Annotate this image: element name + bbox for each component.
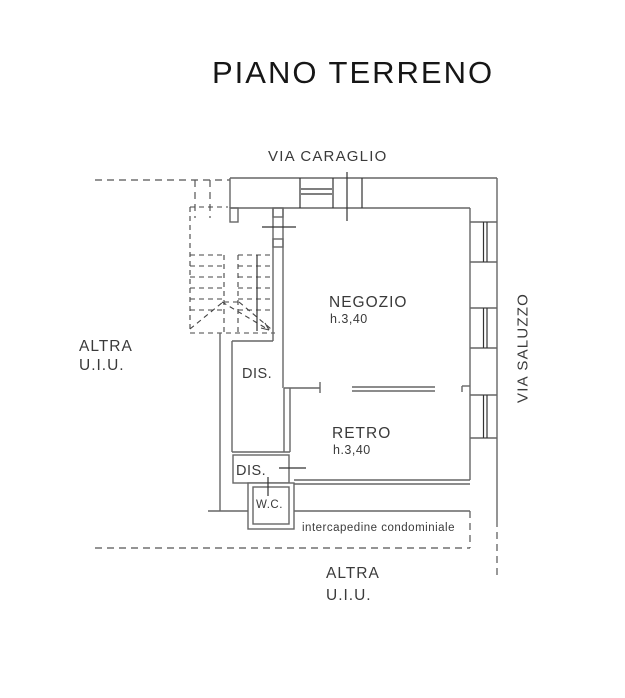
neighbor-bottom-line2: U.I.U. xyxy=(326,587,372,604)
page-title: PIANO TERRENO xyxy=(212,55,495,90)
room-label-dis-upper: DIS. xyxy=(242,366,273,382)
stair-direction-arrowhead xyxy=(260,322,270,331)
room-height-negozio: h.3,40 xyxy=(330,312,368,326)
neighbor-left-line1: ALTRA xyxy=(79,338,133,355)
annotation-intercapedine: intercapedine condominiale xyxy=(302,522,456,534)
boundary-dashed-lines xyxy=(95,179,498,577)
room-label-retro: RETRO xyxy=(332,425,392,442)
neighbor-left-line2: U.I.U. xyxy=(79,357,125,374)
room-label-negozio: NEGOZIO xyxy=(329,294,408,311)
windows-and-doors xyxy=(256,172,488,496)
staircase xyxy=(189,206,275,334)
wc-enclosure xyxy=(247,482,295,530)
street-label-via-caraglio: VIA CARAGLIO xyxy=(268,148,388,165)
neighbor-bottom-line1: ALTRA xyxy=(326,565,380,582)
room-label-dis-lower: DIS. xyxy=(236,463,267,479)
room-label-wc: W.C. xyxy=(256,499,283,511)
room-height-retro: h.3,40 xyxy=(333,443,371,457)
street-label-via-saluzzo: VIA SALUZZO xyxy=(514,293,532,403)
